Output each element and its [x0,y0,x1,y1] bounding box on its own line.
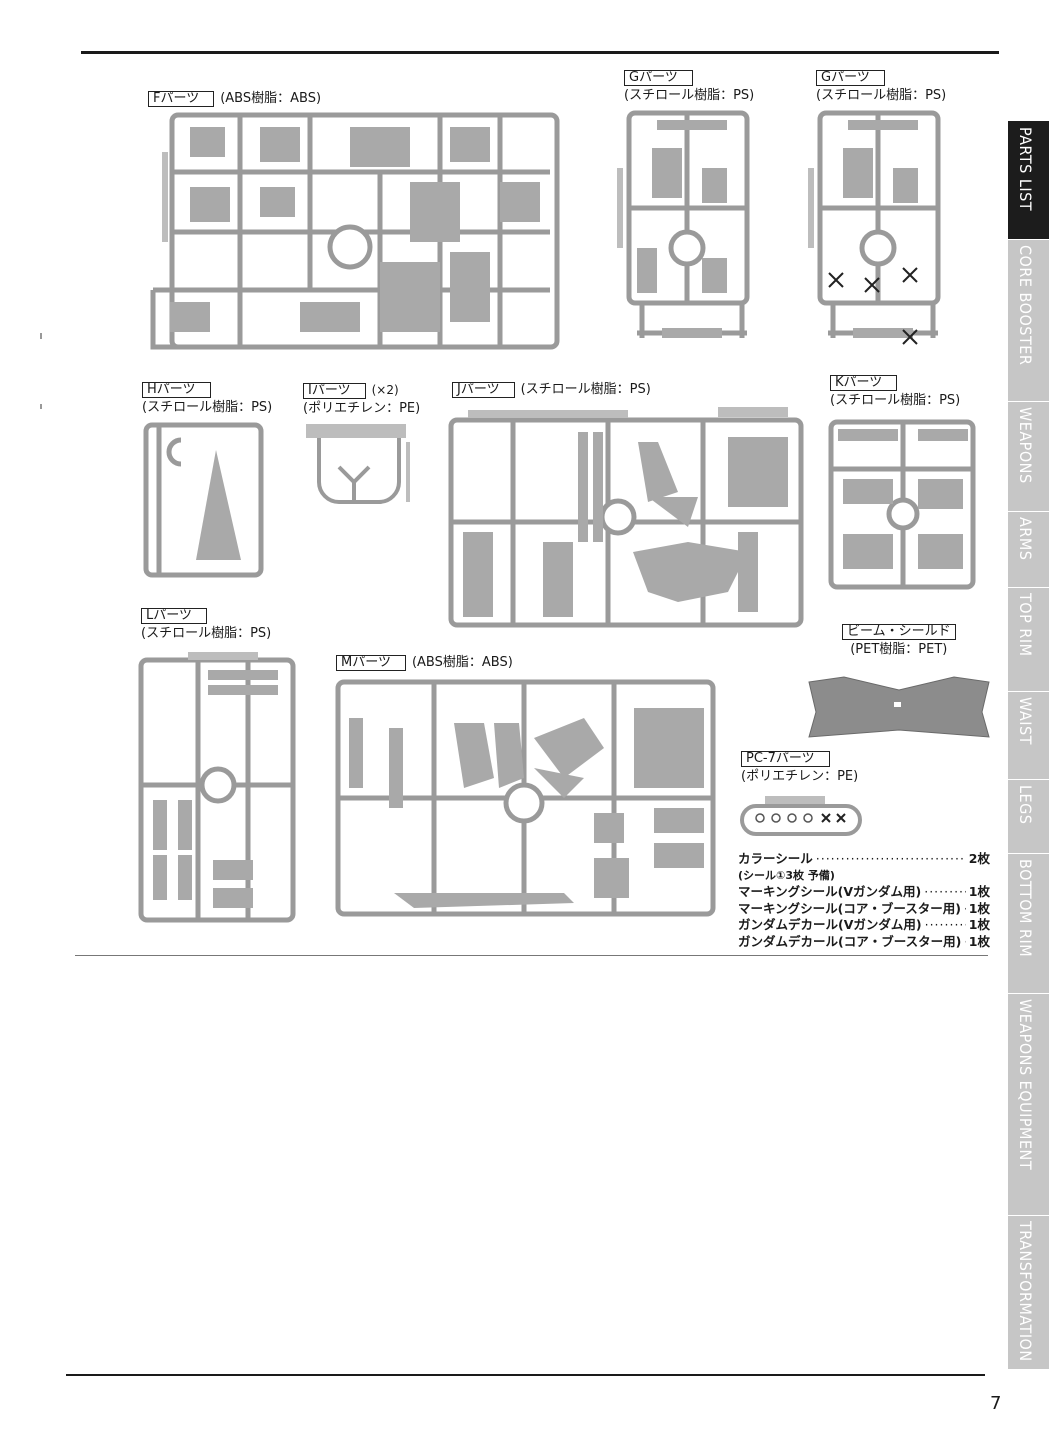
sprue-g2 [803,108,943,353]
part-material: (ポリエチレン：PE) [741,769,859,784]
part-material: (スチロール樹脂：PS) [624,88,755,103]
sidebar-tab-legs[interactable]: LEGS [1008,779,1049,854]
leader-dots: ··· [964,934,965,951]
part-name: Gパーツ [816,70,885,86]
part-label-pc7: PC-7パーツ (ポリエチレン：PE) [741,751,858,785]
tab-label: TOP RIM [1016,593,1035,657]
page-number: 7 [990,1393,1002,1414]
item-qty: 1枚 [968,900,990,916]
part-name: ビーム・シールド [842,624,956,640]
accessory-row: マーキングシール(コア・ブースター用) ··· 1枚 [738,901,990,918]
part-name: Gパーツ [624,70,693,86]
part-material: (ABS樹脂：ABS) [220,91,322,106]
leader-dots: ········· [924,884,966,899]
sprue-h [141,420,267,580]
part-material: (ポリエチレン：PE) [303,401,421,416]
item-qty: 1枚 [968,933,990,949]
tab-label: WEAPONS [1016,407,1035,484]
accessories-list: カラーシール ································ … [738,851,990,950]
tab-label: CORE BOOSTER [1016,245,1035,366]
sidebar-tab-parts-list[interactable]: PARTS LIST [1008,121,1049,240]
sprue-l [138,650,298,924]
color-seal-row: カラーシール ································ … [738,851,990,868]
leader-dots: ································ [815,851,966,866]
sprue-j [448,402,805,628]
part-label-m: Mパーツ (ABS樹脂：ABS) [336,655,513,671]
part-label-h: Hパーツ (スチロール樹脂：PS) [142,382,272,416]
part-label-k: Kパーツ (スチロール樹脂：PS) [830,375,960,409]
accessory-row: マーキングシール(Vガンダム用) ········· 1枚 [738,884,990,901]
sprue-m [334,678,718,918]
tab-label: BOTTOM RIM [1016,859,1035,958]
part-name: Mパーツ [336,655,406,671]
leader-dots: ··· [964,901,966,918]
item-label: マーキングシール(Vガンダム用) [738,884,922,899]
item-qty: 1枚 [968,884,990,899]
part-label-j: Jパーツ (スチロール樹脂：PS) [452,382,651,398]
sprue-f [150,112,562,354]
sidebar-tab-transformation[interactable]: TRANSFORMATION [1008,1215,1049,1370]
item-label: カラーシール [738,851,813,866]
part-label-l: Lパーツ (スチロール樹脂：PS) [141,608,271,642]
tab-label: ARMS [1016,517,1035,561]
part-material: (スチロール樹脂：PS) [141,626,272,641]
part-label-i: Iパーツ (×2) (ポリエチレン：PE) [303,382,420,417]
tab-label: TRANSFORMATION [1016,1221,1035,1362]
tab-label: LEGS [1016,785,1035,825]
tab-label: PARTS LIST [1016,127,1035,212]
sidebar-tab-top-rim[interactable]: TOP RIM [1008,587,1049,692]
scan-mark [40,404,42,409]
part-name: Fパーツ [148,91,215,107]
part-label-g2: Gパーツ (スチロール樹脂：PS) [816,70,946,104]
accessory-row: ガンダムデカール(コア・ブースター用) ··· 1枚 [738,934,990,951]
part-material: (スチロール樹脂：PS) [142,400,273,415]
part-name: Kパーツ [830,375,898,391]
sidebar-tab-bottom-rim[interactable]: BOTTOM RIM [1008,853,1049,994]
part-name: PC-7パーツ [741,751,830,767]
sidebar-tab-weapons-equipment[interactable]: WEAPONS EQUIPMENT [1008,993,1049,1216]
sidebar-tab-weapons[interactable]: WEAPONS [1008,401,1049,512]
item-qty: 1枚 [968,917,990,932]
scan-mark [40,333,42,339]
part-material: (スチロール樹脂：PS) [830,393,961,408]
item-qty: 2枚 [968,851,990,866]
part-material: (PET樹脂：PET) [850,642,948,657]
sprue-i [304,422,416,510]
section-sidebar: PARTS LIST CORE BOOSTER WEAPONS ARMS TOP… [1008,121,1049,1370]
part-quantity: (×2) [371,383,399,397]
part-material: (スチロール樹脂：PS) [520,382,651,397]
bottom-rule [66,1374,985,1376]
item-label: ガンダムデカール(コア・ブースター用) [738,933,962,949]
sprue-k [828,419,978,594]
part-label-beam-shield: ビーム・シールド (PET樹脂：PET) [842,624,956,658]
beam-shield-sheet [804,672,994,742]
part-name: Jパーツ [452,382,515,398]
sidebar-tab-waist[interactable]: WAIST [1008,691,1049,780]
part-name: Lパーツ [141,608,207,624]
part-name: Iパーツ [303,383,366,399]
part-material: (スチロール樹脂：PS) [816,88,947,103]
leader-dots: ········· [924,917,966,932]
sidebar-tab-arms[interactable]: ARMS [1008,511,1049,588]
color-seal-note: (シール①3枚 予備) [738,868,835,882]
middle-rule [75,955,988,956]
item-label: マーキングシール(コア・ブースター用) [738,900,961,916]
part-label-f: Fパーツ (ABS樹脂：ABS) [148,91,321,107]
tab-label: WEAPONS EQUIPMENT [1016,999,1035,1171]
sidebar-tab-core-booster[interactable]: CORE BOOSTER [1008,239,1049,402]
sprue-pc7 [740,796,864,840]
part-label-g1: Gパーツ (スチロール樹脂：PS) [624,70,754,104]
item-label: ガンダムデカール(Vガンダム用) [738,917,922,932]
tab-label: WAIST [1016,697,1035,745]
part-name: Hパーツ [142,382,211,398]
top-rule [81,51,999,54]
part-material: (ABS樹脂：ABS) [411,655,513,670]
sprue-g1 [612,108,752,353]
accessory-row: ガンダムデカール(Vガンダム用) ········· 1枚 [738,917,990,934]
